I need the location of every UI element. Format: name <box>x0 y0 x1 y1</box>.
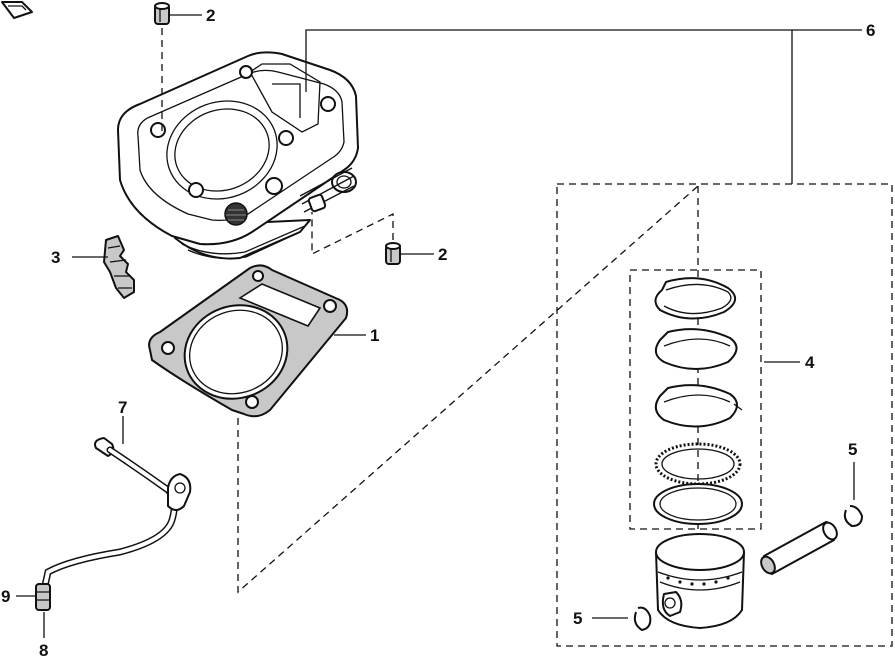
callout-7: 7 <box>118 398 127 417</box>
head-gasket <box>148 264 349 418</box>
callout-9: 9 <box>1 587 10 606</box>
piston-pin-clip-left <box>633 606 652 631</box>
callout-8: 8 <box>39 641 48 660</box>
breather-hose <box>35 437 192 611</box>
cylinder-block <box>117 51 359 260</box>
dowel-pin-right <box>385 242 401 265</box>
callout-2-right: 2 <box>438 245 447 264</box>
callout-3: 3 <box>51 248 60 267</box>
piston-pin-clip-right <box>843 505 863 527</box>
callout-5-right: 5 <box>848 440 857 459</box>
piston-pin <box>760 521 838 575</box>
callout-6: 6 <box>866 21 875 40</box>
piston-rings-box <box>629 269 762 530</box>
dowel-pin-top <box>154 2 170 25</box>
piston-rings <box>653 277 743 525</box>
piston <box>655 533 745 629</box>
chain-guide <box>103 235 135 299</box>
callout-4: 4 <box>805 353 815 372</box>
corner-logo-icon <box>1 1 33 19</box>
callout-2-top: 2 <box>206 6 215 25</box>
piston-assembly-box <box>556 183 893 647</box>
callout-5-left: 5 <box>573 609 582 628</box>
callout-1: 1 <box>370 326 379 345</box>
